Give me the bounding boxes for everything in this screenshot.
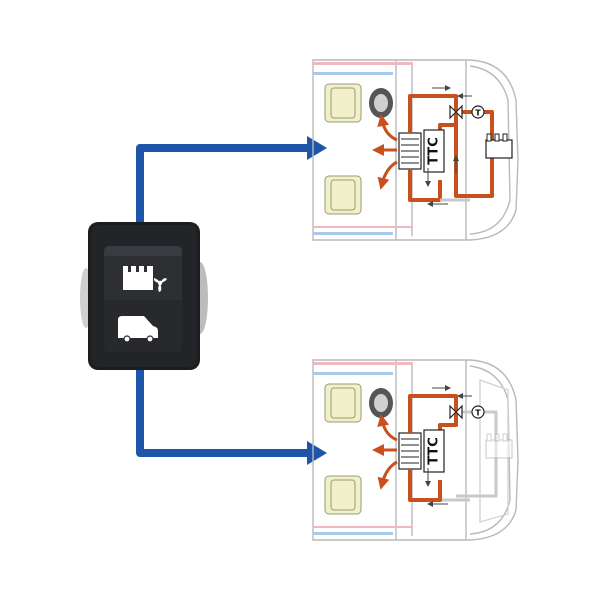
flow-direction-arrows [425,85,472,207]
thermostat-label: T [475,409,481,418]
thermostat-icon: T [471,105,485,119]
steering-wheel-icon [369,88,393,118]
mixing-valve-icon [449,104,463,120]
rear-heater-fan-icon [123,266,167,292]
airflow-arrows [372,414,398,490]
steering-wheel-icon [369,388,393,418]
rocker-switch[interactable] [80,222,208,370]
ttc-label: TTC [427,137,442,165]
front-heater-core-icon [398,432,422,470]
driver-seat-icon [324,383,362,423]
thermostat-label: T [475,109,481,118]
ttc-label: TTC [427,437,442,465]
ttc-heat-exchanger: TTC [423,429,445,473]
rocker-lower-position[interactable] [104,300,182,352]
connector-top [136,136,327,240]
rocker-upper-position[interactable] [104,246,182,300]
vehicle-schematic-full: TTC T [312,59,519,241]
passenger-seat-icon [324,175,362,215]
vehicle-schematic-front-only: TTC T [312,359,519,541]
connector-bottom [136,362,327,465]
rear-heater-icon [485,433,513,459]
flow-direction-arrows [425,385,472,507]
airflow-arrows [372,114,398,190]
mixing-valve-icon [449,404,463,420]
ttc-heat-exchanger: TTC [423,129,445,173]
thermostat-icon: T [471,405,485,419]
van-icon [118,316,158,343]
rear-heater-icon [485,133,513,159]
passenger-seat-icon [324,475,362,515]
driver-seat-icon [324,83,362,123]
front-heater-core-icon [398,132,422,170]
